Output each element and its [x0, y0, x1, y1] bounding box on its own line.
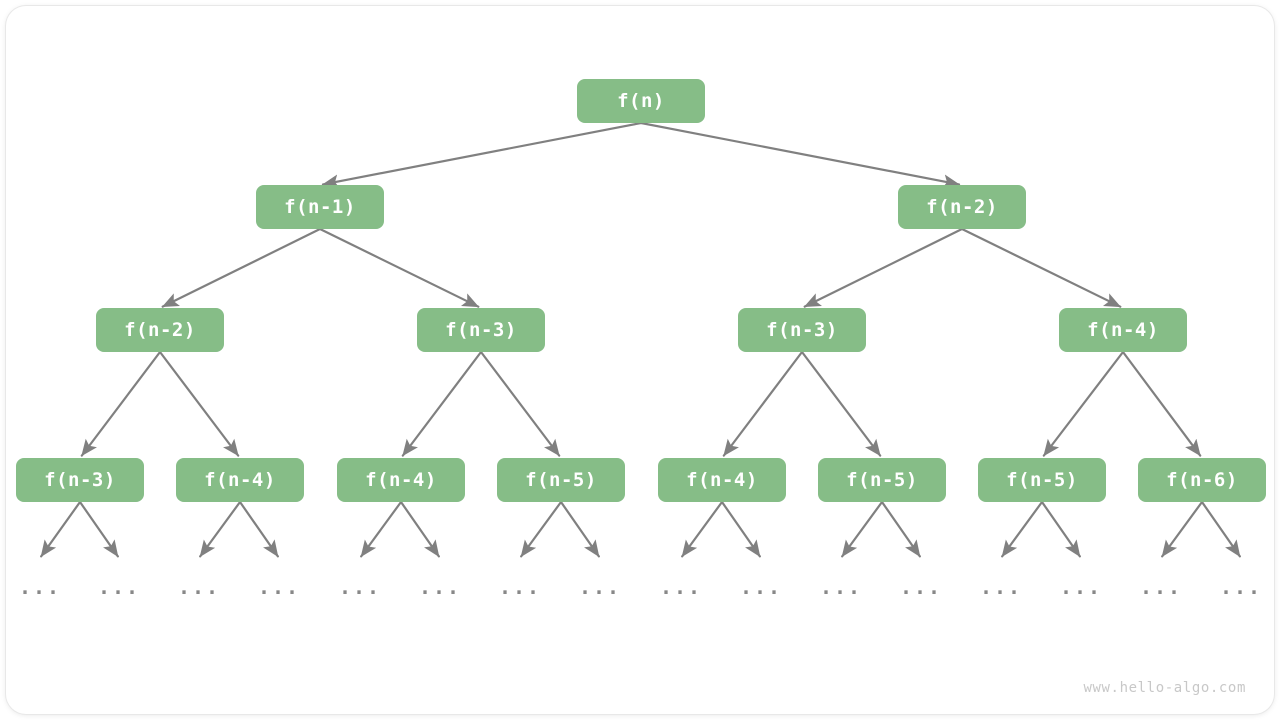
tree-node-n12: f(n-5) [818, 458, 946, 502]
ellipsis-marker: ... [498, 575, 542, 599]
ellipsis-marker: ... [739, 575, 783, 599]
ellipsis-marker: ... [659, 575, 703, 599]
tree-node-n3: f(n-2) [96, 308, 224, 352]
tree-node-n2: f(n-2) [898, 185, 1026, 229]
tree-node-n14: f(n-6) [1138, 458, 1266, 502]
ellipsis-marker: ... [979, 575, 1023, 599]
tree-node-n9: f(n-4) [337, 458, 465, 502]
ellipsis-marker: ... [177, 575, 221, 599]
tree-node-n4: f(n-3) [417, 308, 545, 352]
ellipsis-marker: ... [1219, 575, 1263, 599]
tree-node-n11: f(n-4) [658, 458, 786, 502]
ellipsis-marker: ... [338, 575, 382, 599]
ellipsis-marker: ... [1059, 575, 1103, 599]
ellipsis-marker: ... [418, 575, 462, 599]
tree-node-n5: f(n-3) [738, 308, 866, 352]
ellipsis-marker: ... [257, 575, 301, 599]
tree-node-n7: f(n-3) [16, 458, 144, 502]
tree-node-n6: f(n-4) [1059, 308, 1187, 352]
tree-node-n10: f(n-5) [497, 458, 625, 502]
tree-node-n0: f(n) [577, 79, 705, 123]
tree-node-n1: f(n-1) [256, 185, 384, 229]
tree-node-n8: f(n-4) [176, 458, 304, 502]
ellipsis-marker: ... [18, 575, 62, 599]
tree-node-n13: f(n-5) [978, 458, 1106, 502]
watermark: www.hello-algo.com [1083, 680, 1246, 696]
ellipsis-marker: ... [1139, 575, 1183, 599]
ellipsis-marker: ... [819, 575, 863, 599]
ellipsis-marker: ... [97, 575, 141, 599]
ellipsis-marker: ... [578, 575, 622, 599]
ellipsis-marker: ... [899, 575, 943, 599]
